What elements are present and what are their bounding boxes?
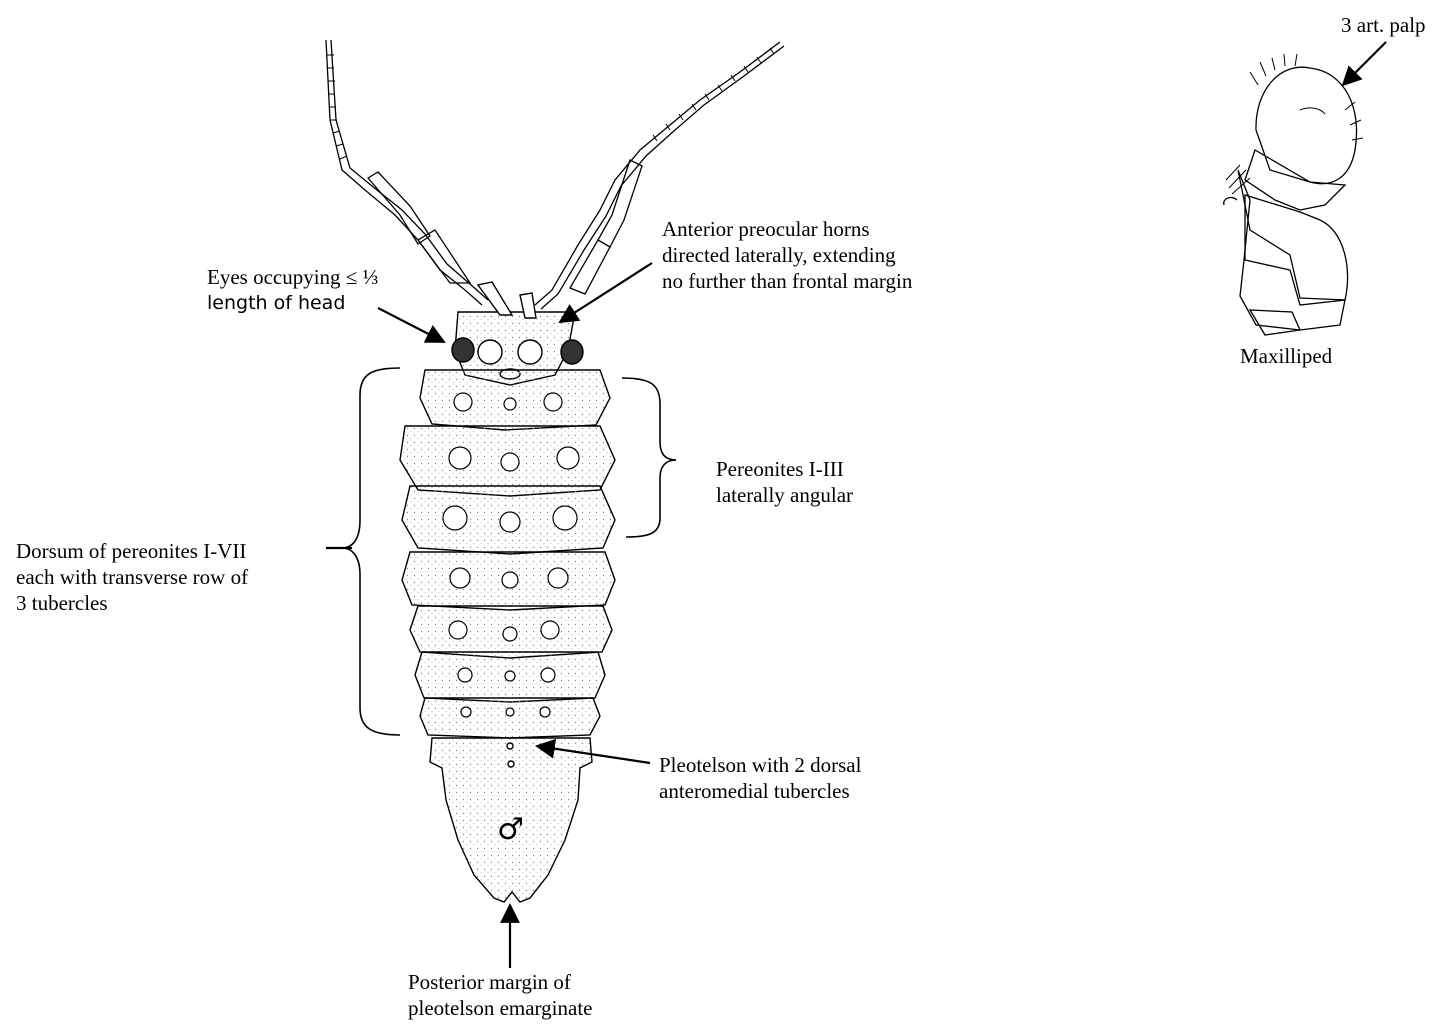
dorsum-label: Dorsum of pereonites I-VII each with tra… — [16, 538, 248, 616]
dorsum-label-line-1: Dorsum of pereonites I-VII — [16, 538, 248, 564]
horns-label-line-1: Anterior preocular horns — [662, 216, 912, 242]
pereonite-7 — [420, 698, 600, 738]
palp-label: 3 art. palp — [1341, 12, 1426, 38]
dorsum-bracket — [342, 368, 400, 735]
pereonites-angular-line-1: Pereonites I-III — [716, 456, 853, 482]
eyes-label: Eyes occupying ≤ ⅓ length of head — [207, 264, 378, 316]
palp-arrow — [1343, 42, 1386, 85]
horns-label: Anterior preocular horns directed latera… — [662, 216, 912, 294]
posterior-margin-line-2: pleotelson emarginate — [408, 995, 592, 1021]
posterior-margin-label: Posterior margin of pleotelson emarginat… — [408, 969, 592, 1021]
male-symbol: ♂ — [497, 812, 524, 847]
maxilliped-label: Maxilliped — [1240, 343, 1332, 369]
pereonites-bracket — [622, 378, 676, 537]
dorsum-label-line-2: each with transverse row of — [16, 564, 248, 590]
dorsum-label-line-3: 3 tubercles — [16, 590, 248, 616]
pleotelson-tubercles-line-1: Pleotelson with 2 dorsal — [659, 752, 861, 778]
maxilliped-drawing — [1224, 54, 1363, 335]
pereonites — [400, 370, 615, 738]
horns-arrow — [560, 263, 652, 322]
posterior-margin-line-1: Posterior margin of — [408, 969, 592, 995]
eyes-label-line-2: length of head — [207, 290, 378, 316]
horns-label-line-2: directed laterally, extending — [662, 242, 912, 268]
pleotelson-tubercles-label: Pleotelson with 2 dorsal anteromedial tu… — [659, 752, 861, 804]
pereonites-angular-label: Pereonites I-III laterally angular — [716, 456, 853, 508]
pleotelson-tubercles-line-2: anteromedial tubercles — [659, 778, 861, 804]
horns-label-line-3: no further than frontal margin — [662, 268, 912, 294]
eyes-label-line-1: Eyes occupying ≤ ⅓ — [207, 264, 378, 290]
eyes-arrow — [378, 308, 444, 342]
pereonites-angular-line-2: laterally angular — [716, 482, 853, 508]
